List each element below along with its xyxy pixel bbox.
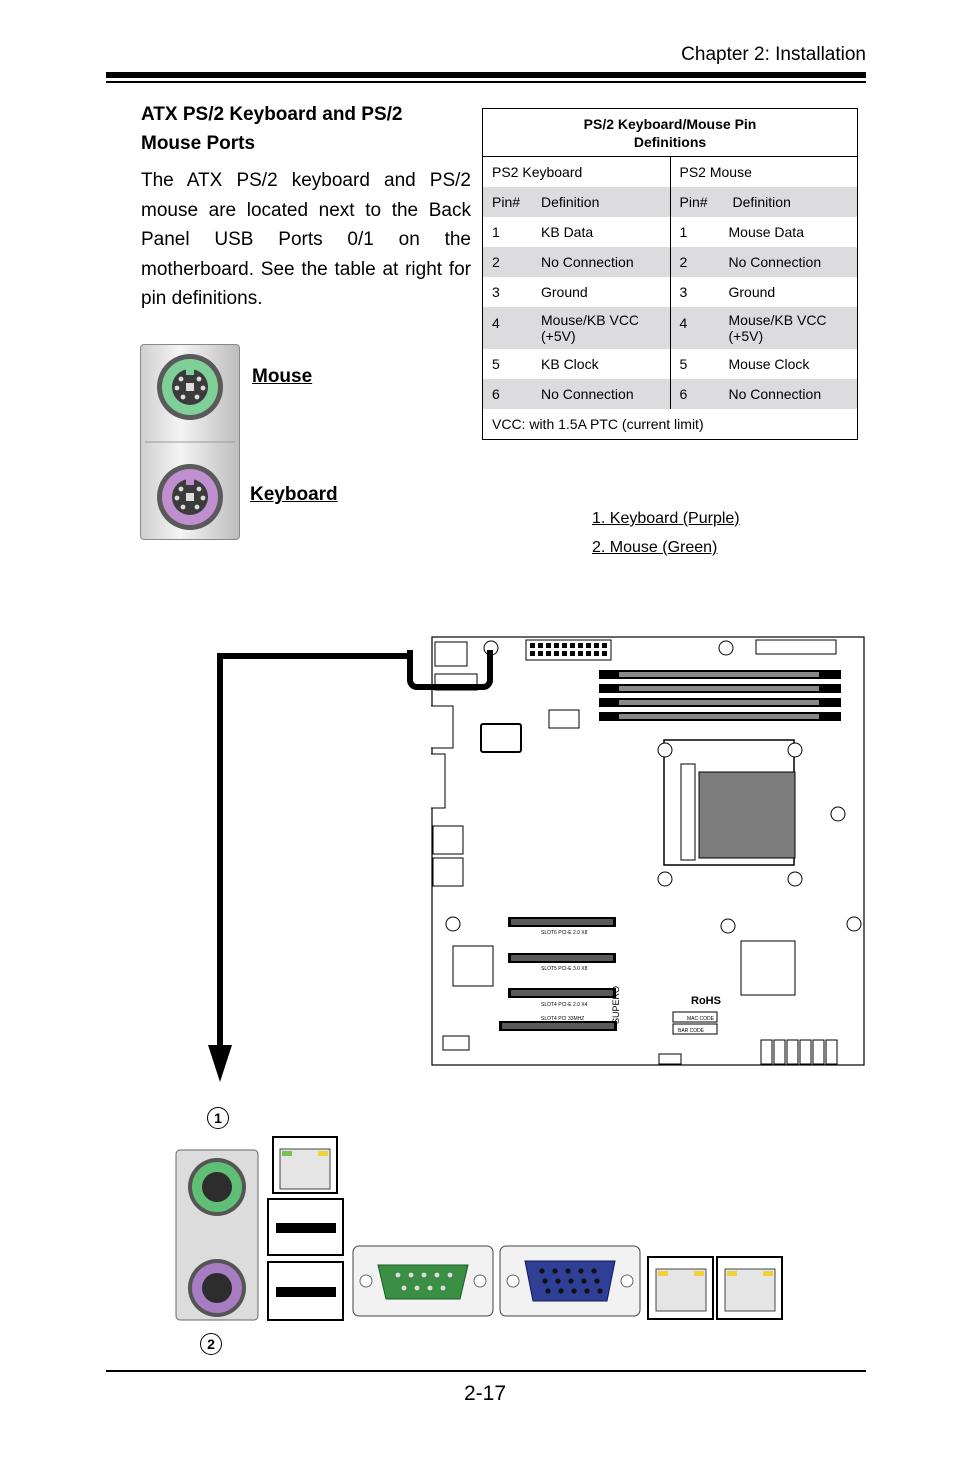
table-cell: 3 — [679, 283, 688, 300]
table-cell: No Connection — [532, 246, 671, 277]
callout-number-1: 1 — [207, 1107, 229, 1129]
table-cell: 2 — [492, 253, 500, 270]
callout-arrow — [208, 650, 493, 1082]
pin-definitions-table: PS/2 Keyboard/Mouse Pin Definitions PS2 … — [482, 108, 858, 440]
lan-usb-stack-icon — [267, 1136, 344, 1321]
page-number: 2-17 — [464, 1382, 507, 1405]
ps2-connector-icons — [145, 354, 235, 530]
rohs-mark: RoHS — [691, 995, 721, 1007]
table-title: PS/2 Keyboard/Mouse Pin Definitions — [482, 108, 858, 157]
footer-rule — [106, 1370, 866, 1372]
col-header-definition: Definition — [732, 193, 791, 210]
bar-code-label: BAR CODE — [678, 1028, 705, 1034]
table-footnote: VCC: with 1.5A PTC (current limit) — [492, 415, 704, 432]
lan-port-icon — [647, 1256, 714, 1320]
mouse-label: Mouse — [252, 366, 313, 387]
keyboard-port-icon — [157, 464, 223, 530]
table-cell: No Connection — [532, 378, 671, 409]
table-cell: 6 — [679, 385, 688, 402]
table-cell: Mouse Data — [728, 223, 804, 240]
back-panel-io — [175, 1136, 783, 1321]
table-cell: 5 — [492, 355, 500, 372]
slot-label: SLOT4 PCI 33MHZ — [541, 1016, 584, 1022]
table-cell: Ground — [532, 276, 671, 307]
serial-port-icon — [352, 1245, 494, 1317]
slot-label: SLOT5 PCI-E 3.0 X8 — [541, 966, 588, 972]
col-header-pin: Pin# — [679, 193, 708, 210]
group-header-keyboard: PS2 Keyboard — [482, 156, 671, 187]
table-cell: 1 — [492, 223, 500, 240]
table-cell: 3 — [492, 283, 500, 300]
brand-mark: SUPERO — [611, 986, 621, 1024]
mouse-port-icon — [157, 354, 223, 420]
ps2-ports-illustration — [140, 344, 240, 540]
mac-code-label: MAC CODE — [687, 1016, 715, 1022]
vga-port-icon — [499, 1245, 641, 1317]
slot-label: SLOT4 PCI-E 2.0 X4 — [541, 1002, 588, 1008]
table-cell: 2 — [679, 253, 688, 270]
table-cell: KB Data — [532, 216, 671, 247]
slot-label: SLOT6 PCI-E 2.0 X8 — [541, 930, 588, 936]
header-rule-thin — [106, 81, 866, 83]
table-cell: 1 — [679, 223, 688, 240]
legend-keyboard: 1. Keyboard (Purple) — [592, 510, 740, 527]
group-header-mouse: PS2 Mouse — [679, 163, 752, 180]
table-cell: 4 — [679, 314, 688, 331]
table-cell: Mouse/KB VCC (+5V) — [532, 306, 671, 349]
table-cell: No Connection — [728, 253, 822, 270]
table-cell: No Connection — [728, 385, 822, 402]
table-cell: 4 — [492, 314, 500, 331]
section-title: ATX PS/2 Keyboard and PS/2 Mouse Ports — [141, 104, 403, 154]
section-body: The ATX PS/2 keyboard and PS/2 mouse are… — [141, 170, 471, 309]
table-cell: 5 — [679, 355, 688, 372]
ps2-stack-icon — [175, 1149, 259, 1321]
table-cell: Mouse Clock — [728, 355, 810, 372]
lan-port-icon — [716, 1256, 783, 1320]
table-cell: KB Clock — [532, 348, 671, 379]
col-header-pin: Pin# — [492, 193, 521, 210]
col-header-definition: Definition — [532, 186, 671, 217]
keyboard-label: Keyboard — [250, 484, 338, 505]
callout-number-2: 2 — [200, 1333, 222, 1355]
header-rule — [106, 72, 866, 78]
table-cell: 6 — [492, 385, 500, 402]
chapter-header: Chapter 2: Installation — [681, 44, 866, 65]
table-cell: Ground — [728, 283, 776, 300]
table-cell: Mouse/KB VCC (+5V) — [728, 311, 827, 344]
legend-mouse: 2. Mouse (Green) — [592, 539, 718, 556]
